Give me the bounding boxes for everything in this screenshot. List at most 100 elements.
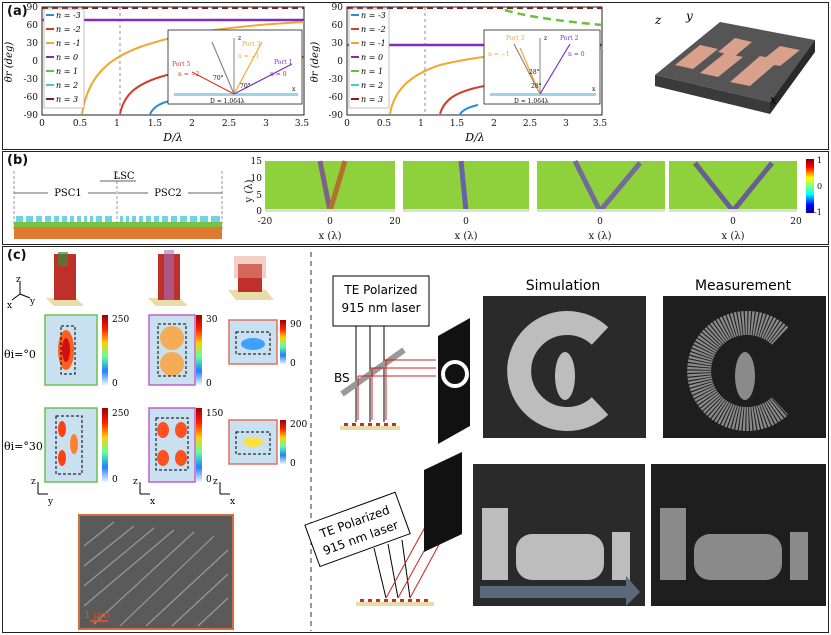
xtick: 0 — [344, 119, 350, 129]
legend-item: n = -2 — [56, 25, 81, 34]
unit-cell-3 — [228, 256, 274, 300]
angle-label: 28° — [531, 83, 542, 90]
colorbar-tick: 1 — [817, 156, 822, 165]
xtick: 3.5 — [295, 119, 310, 129]
ytick: 90 — [332, 3, 344, 13]
ytick: 30 — [332, 39, 344, 49]
unit-cell-2 — [148, 250, 188, 306]
colorbar-tick: 250 — [112, 409, 129, 419]
laser-label: TE Polarized — [343, 283, 417, 297]
image-simulation-2 — [473, 464, 645, 606]
y-axis-label: θr (deg) — [310, 42, 321, 83]
sem-image: 1 μm — [78, 514, 234, 630]
inset-diagram-1: z x Port 3 Port 1 Port 5 n = −1 n = −2 n… — [167, 29, 303, 105]
angle-label: 70° — [213, 75, 224, 82]
axis-label: z — [31, 477, 36, 487]
image-measurement-1 — [663, 296, 826, 438]
y-axis-label: θr (deg) — [4, 42, 15, 83]
axis-label: y — [47, 497, 54, 507]
legend-item: n = 2 — [56, 81, 78, 90]
legend-item: n = 1 — [56, 67, 78, 76]
scale-bar-label: 1 μm — [84, 610, 110, 621]
ytick: 10 — [251, 174, 263, 184]
inset-z: z — [238, 35, 241, 42]
row-label-theta30: θi=°30 — [4, 440, 43, 453]
panel-c-graphics: z x y — [4, 250, 826, 631]
xtick: 0 — [327, 217, 333, 227]
panel-b-graphics: LSC PSC1 PSC2 — [13, 156, 822, 242]
laser-label: 915 nm laser — [341, 301, 420, 315]
colorbars: 250 0 30 0 90 0 250 0 150 0 200 0 — [102, 315, 307, 485]
legend-item: n = -1 — [56, 39, 81, 48]
ytick: 15 — [251, 157, 263, 167]
xtick: 0 — [730, 217, 736, 227]
colorbar-tick: 150 — [206, 409, 223, 419]
plot-reflection-angle-1: 90 60 30 0 -30 -60 -90 0 0.5 1 1.5 2 2.5… — [4, 3, 815, 144]
xtick: 3 — [263, 119, 269, 129]
angle-label: 28° — [529, 69, 540, 76]
ytick: 90 — [27, 3, 39, 13]
xtick: 0.5 — [73, 119, 88, 129]
axis-z: z — [16, 275, 21, 285]
axis-label: z — [213, 477, 218, 487]
inset-diagram-2: z x Port 3 Port 2 n = −1 n = 0 28° 28° D… — [483, 29, 601, 105]
panel-b-label: (b) — [7, 153, 29, 168]
xtick: 3.5 — [593, 119, 608, 129]
axis-x: x — [770, 93, 777, 107]
x-axis-label: D/λ — [464, 131, 485, 144]
colorbar — [806, 159, 814, 213]
colorbar-tick: 0 — [112, 475, 118, 485]
axis-label: x — [150, 497, 155, 507]
setup-2: TE Polarized 915 nm laser — [304, 452, 462, 606]
order-label: n = −1 — [238, 53, 260, 60]
field-map-row1 — [44, 314, 278, 386]
field-maps — [265, 159, 797, 213]
panel-c-label: (c) — [7, 248, 27, 263]
order-label: n = −1 — [488, 51, 510, 58]
xtick: 1.5 — [450, 119, 465, 129]
x-axis-label: x (λ) — [455, 231, 478, 242]
port-label: Port 3 — [242, 41, 261, 48]
xtick: 0 — [597, 217, 603, 227]
inset-x: x — [592, 86, 596, 93]
legend-item: n = -2 — [361, 25, 386, 34]
axis-y: y — [685, 9, 693, 23]
legend-item: n = 3 — [56, 95, 78, 104]
field-map-row2 — [44, 407, 278, 483]
port-label: Port 2 — [560, 35, 579, 42]
x-axis-label: x (λ) — [722, 231, 745, 242]
colorbar-tick: 200 — [290, 420, 307, 430]
x-axis-label: x (λ) — [589, 231, 612, 242]
measurement-title: Measurement — [695, 278, 792, 294]
image-simulation-1 — [483, 296, 646, 438]
port-label: Port 5 — [172, 61, 191, 68]
axis-triad: z x y — [7, 275, 36, 311]
axis-x: x — [7, 301, 12, 311]
period-label: D = 1.064λ — [514, 98, 549, 105]
ytick: 60 — [27, 21, 39, 31]
period-label: D = 1.064λ — [210, 98, 245, 105]
ytick: -60 — [24, 93, 39, 103]
ytick: 0 — [337, 57, 343, 67]
xtick: 1.5 — [148, 119, 163, 129]
supercell-schematic: LSC PSC1 PSC2 — [13, 171, 223, 239]
xtick: 1 — [418, 119, 424, 129]
inset-z: z — [544, 35, 547, 42]
ytick: -90 — [24, 111, 39, 121]
ytick: 0 — [32, 57, 38, 67]
order-label: n = −2 — [178, 71, 200, 78]
xtick: 20 — [790, 217, 802, 227]
colorbar-tick: 0 — [290, 459, 296, 469]
legend-item: n = -3 — [56, 11, 81, 20]
metasurface-3d-illustration: y z x — [654, 9, 815, 114]
colorbar-tick: 90 — [290, 320, 302, 330]
xtick: 20 — [389, 217, 401, 227]
port-label: Port 1 — [274, 59, 292, 66]
ytick: -30 — [24, 75, 39, 85]
xtick: 0 — [39, 119, 45, 129]
unit-cell-1 — [46, 252, 84, 306]
y-axis-label: y (λ) — [244, 179, 255, 203]
xtick: -20 — [258, 217, 273, 227]
colorbar-tick: 0 — [112, 379, 118, 389]
legend-item: n = 1 — [361, 67, 383, 76]
